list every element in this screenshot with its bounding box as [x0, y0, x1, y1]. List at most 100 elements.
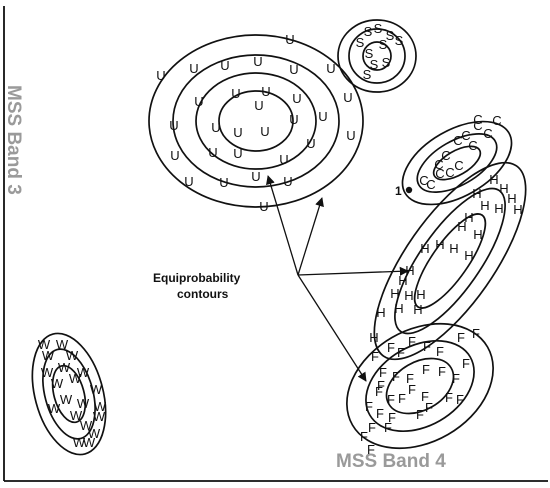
class-point-u: U — [254, 98, 263, 113]
class-point-s: S — [356, 35, 365, 50]
class-point-w: W — [94, 399, 107, 414]
class-point-c: C — [468, 138, 477, 153]
class-point-w: W — [93, 409, 106, 424]
class-point-f: F — [371, 349, 379, 364]
class-point-f: F — [462, 356, 470, 371]
class-point-f: F — [368, 420, 376, 435]
class-point-f: F — [398, 391, 406, 406]
contour-ring — [172, 54, 340, 188]
class-point-f: F — [365, 399, 373, 414]
arrow-to-u-outer — [297, 197, 324, 276]
class-point-f: F — [438, 364, 446, 379]
class-point-f: F — [472, 326, 480, 341]
class-point-w: W — [69, 371, 82, 386]
class-point-h: H — [473, 227, 482, 242]
class-point-u: U — [156, 68, 165, 83]
contour-ring — [362, 41, 392, 71]
class-point-w: W — [42, 348, 55, 363]
class-point-w: W — [48, 401, 61, 416]
cluster-c-contours — [401, 120, 513, 206]
class-point-w: W — [51, 376, 64, 391]
class-point-h: H — [489, 172, 498, 187]
class-point-s: S — [370, 57, 379, 72]
contour-ring — [385, 357, 455, 415]
class-point-h: H — [398, 273, 407, 288]
class-point-u: U — [170, 148, 179, 163]
arrow-to-h — [297, 266, 409, 276]
unknown-pixel-label: 1 — [395, 184, 402, 198]
class-point-f: F — [388, 410, 396, 425]
class-point-h: H — [480, 198, 489, 213]
x-axis-label: MSS Band 4 — [336, 451, 446, 472]
class-point-c: C — [445, 165, 454, 180]
class-point-f: F — [406, 371, 414, 386]
class-point-u: U — [231, 86, 240, 101]
contour-ring — [394, 187, 506, 335]
class-point-u: U — [285, 32, 294, 47]
contour-ring — [346, 322, 494, 450]
class-point-c: C — [434, 157, 443, 172]
class-point-u: U — [233, 125, 242, 140]
cluster-s-contours — [337, 19, 417, 93]
class-point-f: F — [408, 382, 416, 397]
class-point-f: F — [421, 389, 429, 404]
class-point-h: H — [416, 287, 425, 302]
cluster-u-contours — [148, 34, 364, 208]
class-point-h: H — [464, 210, 473, 225]
class-point-u: U — [189, 61, 198, 76]
class-point-h: H — [390, 286, 399, 301]
class-point-h: H — [394, 301, 403, 316]
class-point-u: U — [279, 152, 288, 167]
class-point-u: U — [289, 62, 298, 77]
class-point-s: S — [382, 55, 391, 70]
class-point-u: U — [184, 174, 193, 189]
class-point-f: F — [457, 330, 465, 345]
class-point-u: U — [260, 124, 269, 139]
class-point-f: F — [425, 400, 433, 415]
class-point-h: H — [435, 237, 444, 252]
annotation-line-1: Equiprobability — [153, 271, 241, 285]
class-point-h: H — [494, 201, 503, 216]
class-point-u: U — [292, 91, 301, 106]
contour-ring — [31, 332, 107, 456]
class-point-u: U — [233, 146, 242, 161]
class-point-h: H — [404, 288, 413, 303]
class-point-f: F — [384, 420, 392, 435]
class-point-h: H — [472, 186, 481, 201]
class-point-s: S — [386, 28, 395, 43]
class-point-f: F — [392, 369, 400, 384]
arrow-to-u-inner — [266, 175, 299, 276]
contour-ring — [413, 213, 487, 309]
class-point-f: F — [452, 371, 460, 386]
class-point-w: W — [77, 396, 90, 411]
class-point-w: W — [73, 435, 86, 450]
class-point-u: U — [259, 199, 268, 214]
class-point-f: F — [456, 392, 464, 407]
contour-ring — [51, 364, 87, 424]
class-point-u: U — [251, 169, 260, 184]
class-point-u: U — [253, 54, 262, 69]
y-axis-label: MSS Band 3 — [3, 85, 24, 195]
contour-ring — [432, 145, 482, 181]
class-point-u: U — [343, 90, 352, 105]
class-point-w: W — [58, 360, 71, 375]
contour-ring — [348, 28, 406, 84]
class-point-h: H — [420, 241, 429, 256]
class-point-f: F — [360, 429, 368, 444]
cluster-f-contours — [346, 322, 494, 450]
class-point-s: S — [365, 46, 374, 61]
contour-ring — [416, 133, 498, 193]
class-point-u: U — [169, 118, 178, 133]
contour-ring — [337, 19, 417, 93]
class-point-u: U — [261, 84, 270, 99]
class-point-h: H — [499, 181, 508, 196]
contour-ring — [365, 339, 475, 433]
class-point-w: W — [77, 365, 90, 380]
class-point-u: U — [346, 128, 355, 143]
class-point-c: C — [441, 148, 450, 163]
unknown-pixel-dot — [405, 186, 413, 194]
class-point-u: U — [283, 174, 292, 189]
